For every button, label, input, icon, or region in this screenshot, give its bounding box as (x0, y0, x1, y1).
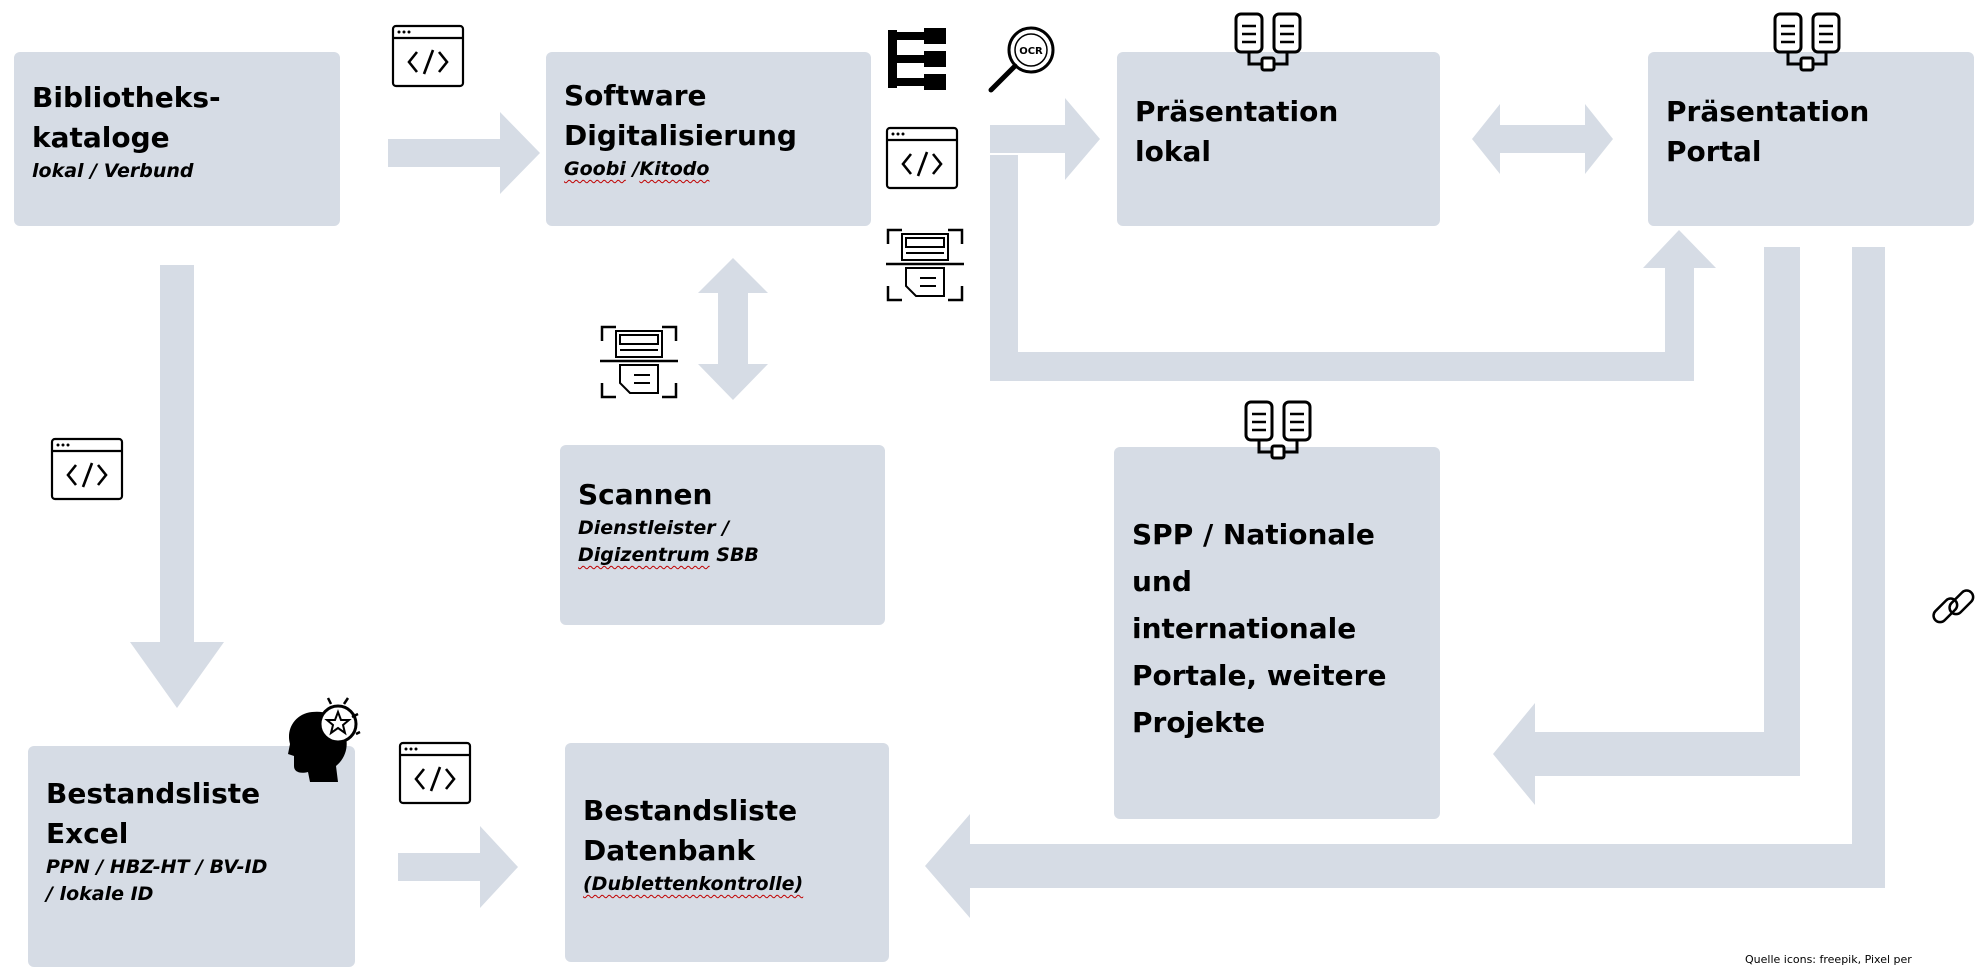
subtitle-part: (Dublettenkontrolle) (583, 873, 804, 895)
arrow-software-scannen-bidirectional (698, 258, 768, 400)
box-software-digitalisierung: Software Digitalisierung Goobi /Kitodo (546, 52, 871, 226)
box-title: Bestandsliste (46, 777, 261, 810)
server-database-icon (1773, 12, 1841, 72)
box-title: und (1132, 565, 1192, 598)
ocr-magnifier-icon: OCR (988, 26, 1055, 93)
arrow-katalog-to-excel (130, 265, 224, 708)
head-idea-icon (288, 697, 361, 782)
box-spp-portale: SPP / Nationale und internationale Porta… (1114, 447, 1440, 819)
box-title: Portale, weitere (1132, 659, 1387, 692)
box-title: Bestandsliste (583, 794, 798, 827)
box-title: kataloge (32, 121, 170, 154)
box-scannen: Scannen Dienstleister / Digizentrum SBB (560, 445, 885, 625)
box-title: Scannen (578, 478, 713, 511)
structure-tree-icon (888, 28, 946, 90)
icon-credit: Quelle icons: freepik, Pixel per (1745, 953, 1912, 966)
box-title: Bibliotheks- (32, 81, 221, 114)
arrow-portal-to-spp (1493, 247, 1800, 805)
box-title: Excel (46, 817, 129, 850)
box-title: Datenbank (583, 834, 755, 867)
box-title: internationale (1132, 612, 1357, 645)
box-title: Portal (1666, 135, 1762, 168)
box-title: Präsentation (1135, 95, 1339, 128)
arrow-katalog-to-software (388, 112, 540, 194)
subtitle-part: Kitodo (639, 158, 710, 180)
subtitle-part: Digizentrum (578, 544, 710, 566)
box-title: SPP / Nationale (1132, 518, 1375, 551)
box-praesentation-portal: Präsentation Portal (1648, 52, 1974, 226)
arrow-lokal-portal-bidirectional (1472, 104, 1613, 174)
server-database-icon (1234, 12, 1302, 72)
box-subtitle: (Dublettenkontrolle) (583, 871, 871, 898)
box-subtitle: Dienstleister / (578, 517, 730, 539)
code-window-icon (391, 24, 465, 88)
box-subtitle: / lokale ID (46, 883, 154, 905)
box-title: Digitalisierung (564, 119, 797, 152)
chain-link-icon (1932, 589, 1975, 624)
box-bestandsliste-datenbank: Bestandsliste Datenbank (Dublettenkontro… (565, 743, 889, 962)
subtitle-part: SBB (709, 544, 759, 566)
box-title: Projekte (1132, 706, 1266, 739)
box-subtitle: Digizentrum SBB (578, 542, 867, 569)
box-subtitle: lokal / Verbund (32, 160, 194, 182)
box-bibliothekskataloge: Bibliotheks- kataloge lokal / Verbund (14, 52, 340, 226)
arrow-software-to-lokal (990, 98, 1100, 180)
code-window-icon (398, 741, 472, 805)
svg-text:OCR: OCR (1019, 46, 1043, 57)
box-bestandsliste-excel: Bestandsliste Excel PPN / HBZ-HT / BV-ID… (28, 746, 355, 967)
document-scan-icon (600, 325, 678, 399)
subtitle-separator: / (625, 158, 640, 180)
arrow-software-to-portal (990, 155, 1716, 381)
document-scan-icon (886, 228, 964, 302)
server-database-icon (1244, 400, 1312, 460)
box-subtitle: Goobi /Kitodo (564, 156, 853, 183)
box-title: lokal (1135, 135, 1211, 168)
box-praesentation-lokal: Präsentation lokal (1117, 52, 1440, 226)
box-title: Software (564, 79, 707, 112)
code-window-icon (50, 437, 124, 501)
box-subtitle: PPN / HBZ-HT / BV-ID (46, 856, 268, 878)
arrow-excel-to-datenbank (398, 826, 518, 908)
arrow-portal-to-datenbank (925, 247, 1885, 918)
box-title: Präsentation (1666, 95, 1870, 128)
subtitle-part: Goobi (564, 158, 626, 180)
code-window-icon (885, 126, 959, 190)
